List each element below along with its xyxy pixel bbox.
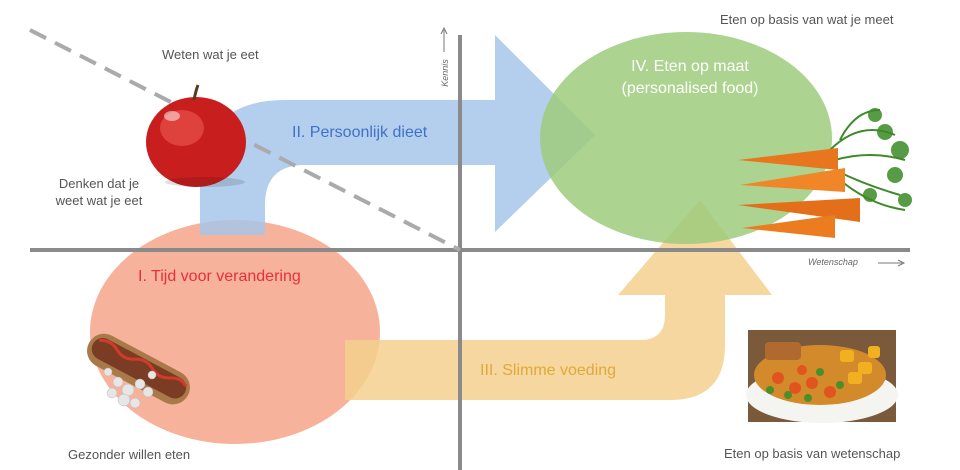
quadrant-4-ellipse (540, 32, 832, 244)
label-top-left: Weten wat je eet (162, 47, 259, 62)
y-axis-label: Kennis (440, 59, 450, 87)
quadrant-1-label: I. Tijd voor verandering (138, 268, 301, 285)
quadrant-4-label: IV. Eten op maat (631, 58, 749, 75)
label-bottom-right: Eten op basis van wetenschap (724, 446, 901, 461)
apple-icon (146, 84, 246, 187)
quadrant-3-label: III. Slimme voeding (480, 362, 617, 379)
quadrant-1-ellipse (90, 220, 380, 444)
x-axis-arrowhead (897, 259, 906, 267)
carrots-icon (738, 108, 912, 238)
quadrant-4-sublabel: (personalised food) (621, 80, 759, 97)
y-axis-arrowhead (440, 26, 448, 35)
vegetable-dish-icon (746, 330, 898, 423)
quadrant-2-arrow (200, 35, 595, 235)
quadrant-2-label: II. Persoonlijk dieet (292, 124, 428, 141)
label-top-right: Eten op basis van wat je meet (720, 12, 894, 27)
label-bottom-left: Gezonder willen eten (68, 447, 191, 462)
x-axis-label: Wetenschap (808, 257, 858, 267)
hotdog-icon (87, 333, 190, 409)
label-mid-left: Denken dat je weet wat je eet (55, 176, 143, 208)
